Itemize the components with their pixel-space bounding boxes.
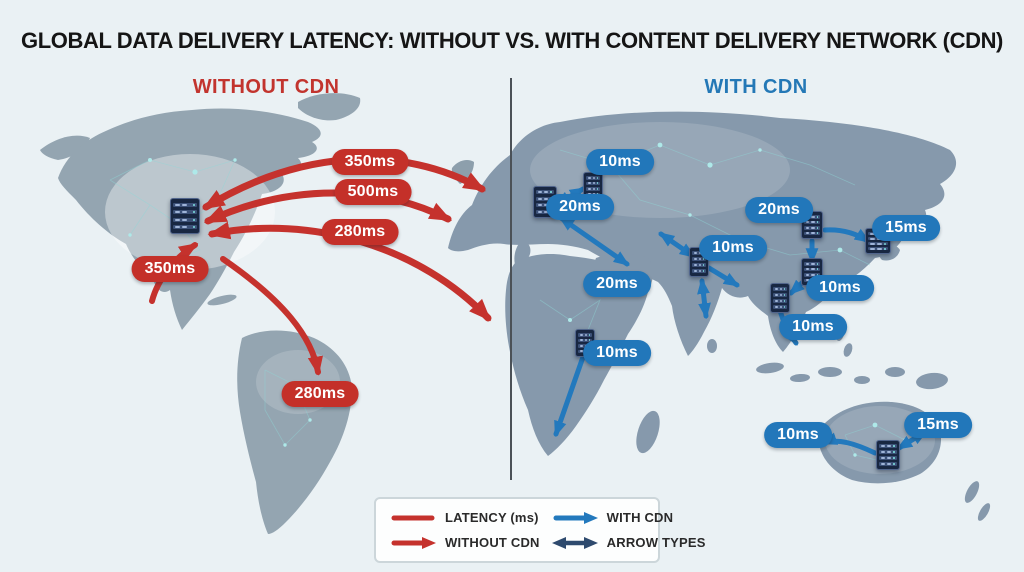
page-title: GLOBAL DATA DELIVERY LATENCY: WITHOUT VS… — [21, 28, 1003, 53]
latency-label-india: 10ms — [699, 235, 767, 261]
server-slot — [879, 450, 897, 454]
server-slot — [173, 210, 197, 215]
server-slot — [879, 456, 897, 460]
latency-arrow-india-south — [697, 277, 711, 320]
latency-label-us-europe-north: 350ms — [331, 149, 409, 175]
latency-arrow-india-southeast — [706, 265, 740, 288]
latency-label-australia-east: 15ms — [904, 412, 972, 438]
latency-label-china-north: 20ms — [745, 197, 813, 223]
server-slot — [578, 333, 592, 337]
latency-label-russia: 10ms — [586, 149, 654, 175]
legend-item-arrow-types: ARROW TYPES — [551, 535, 706, 550]
latency-label-brazil: 280ms — [281, 381, 359, 407]
legend-item-latency-ms: LATENCY (ms) — [390, 510, 540, 525]
legend-item-without-cdn: WITHOUT CDN — [390, 535, 540, 550]
legend-arrow-icon — [391, 536, 436, 549]
legend-label: LATENCY (ms) — [445, 510, 539, 525]
latency-label-japan: 15ms — [872, 215, 940, 241]
server-slot — [692, 269, 706, 273]
cdn-server-icon-us — [170, 198, 200, 234]
server-slot — [804, 267, 820, 271]
legend-item-with-cdn: WITH CDN — [552, 510, 706, 525]
latency-label-europe: 20ms — [546, 194, 614, 220]
server-slot — [868, 247, 888, 250]
latency-label-australia-west: 10ms — [764, 422, 832, 448]
server-slot — [773, 287, 787, 291]
latency-label-middle-east: 20ms — [583, 271, 651, 297]
server-slot — [692, 257, 706, 261]
server-slot — [804, 273, 820, 277]
without-cdn-header: WITHOUT CDN — [192, 76, 340, 98]
server-slot — [173, 224, 197, 229]
latency-arrow-east-africa-south — [553, 354, 586, 438]
legend-arrow-icon — [553, 511, 598, 524]
server-slot — [879, 462, 897, 466]
legend-double-arrow-icon — [551, 536, 598, 549]
latency-arrow-europe-middle-east — [558, 215, 630, 267]
latency-label-east-africa: 10ms — [583, 340, 651, 366]
server-slot — [879, 444, 897, 448]
with-cdn-header: WITH CDN — [704, 76, 808, 98]
latency-label-us-europe-south: 500ms — [334, 179, 412, 205]
server-slot — [586, 181, 600, 185]
legend-line-icon — [391, 515, 435, 520]
latency-arrow-us-to-brazil — [220, 256, 323, 376]
latency-label-mexico: 350ms — [131, 256, 209, 282]
server-slot — [804, 262, 820, 266]
server-slot — [804, 220, 820, 224]
cdn-server-icon-australia — [876, 440, 900, 470]
server-slot — [173, 203, 197, 208]
server-slot — [773, 299, 787, 303]
latency-label-us-west-africa: 280ms — [321, 219, 399, 245]
legend: LATENCY (ms) WITHOUT CDN WITH CDN ARROW TYP… — [374, 497, 705, 563]
server-slot — [586, 176, 600, 180]
cdn-server-icon-se-asia — [770, 283, 790, 313]
center-divider-line — [510, 78, 512, 480]
cdn-server-icon-russia — [583, 172, 603, 200]
legend-label: WITH CDN — [606, 510, 674, 525]
latency-label-se-asia: 10ms — [779, 314, 847, 340]
latency-arrow-india-northwest — [658, 231, 696, 259]
server-slot — [773, 305, 787, 309]
server-slot — [773, 293, 787, 297]
server-slot — [586, 187, 600, 191]
server-slot — [692, 263, 706, 267]
server-slot — [804, 226, 820, 230]
server-slot — [536, 190, 554, 195]
server-slot — [804, 231, 820, 235]
server-slot — [578, 338, 592, 342]
latency-label-china-south: 10ms — [806, 275, 874, 301]
server-slot — [868, 242, 888, 245]
server-slot — [173, 217, 197, 222]
legend-label: ARROW TYPES — [606, 535, 706, 550]
legend-label: WITHOUT CDN — [445, 535, 540, 550]
